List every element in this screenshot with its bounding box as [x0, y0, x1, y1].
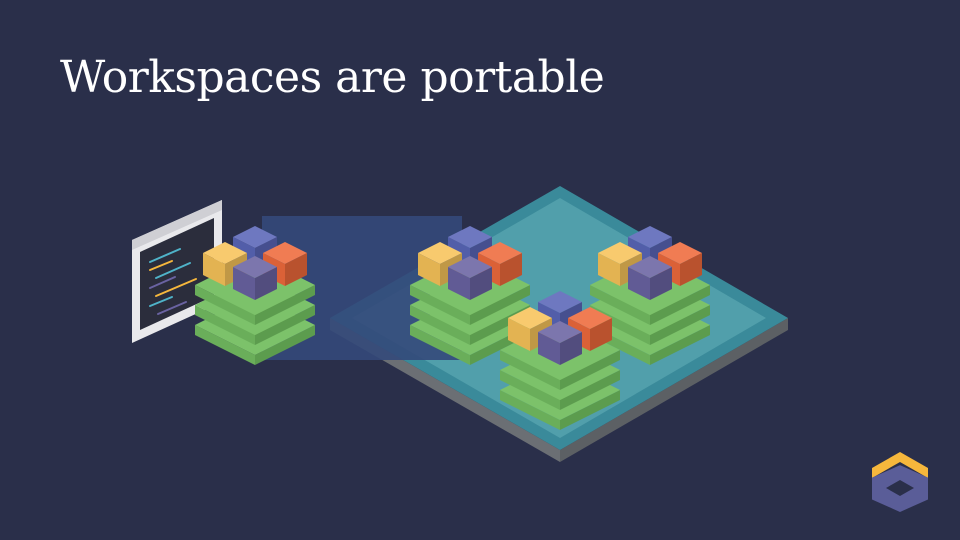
slide-title: Workspaces are portable — [60, 52, 605, 103]
cube-yellow — [598, 242, 642, 286]
cube-purple — [448, 256, 492, 300]
cube-yellow — [203, 242, 247, 286]
cube-purple — [628, 256, 672, 300]
brand-logo-icon — [872, 452, 928, 512]
workspace-stack-3 — [590, 226, 710, 365]
workspace-stack-2 — [410, 226, 530, 365]
cube-purple — [233, 256, 277, 300]
cube-yellow — [418, 242, 462, 286]
cube-purple — [538, 321, 582, 365]
workspace-stack-1 — [195, 226, 315, 365]
workspace-stack-4 — [500, 291, 620, 430]
